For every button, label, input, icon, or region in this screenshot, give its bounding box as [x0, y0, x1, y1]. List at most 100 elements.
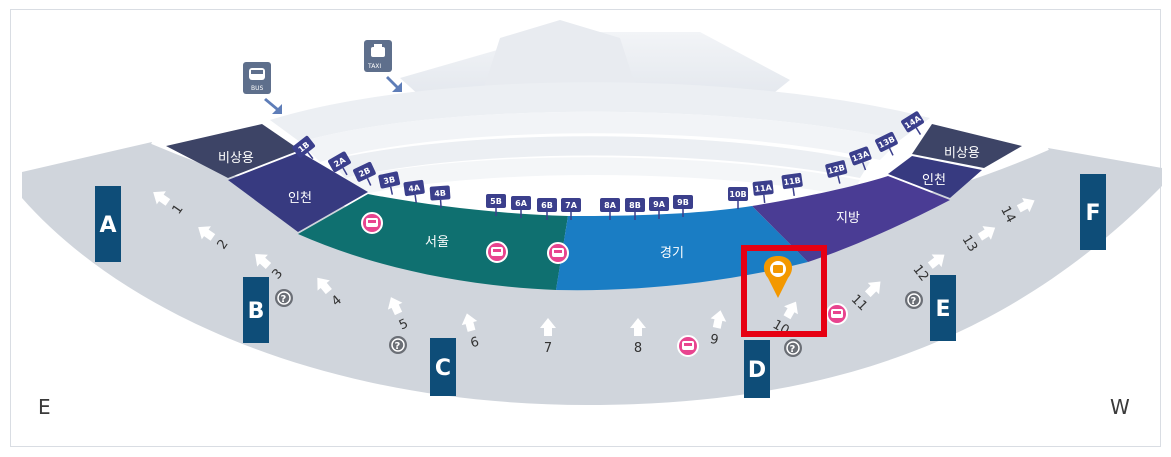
- platform-tag-14a[interactable]: 14A: [900, 111, 929, 140]
- gate-e[interactable]: E: [930, 275, 956, 341]
- svg-text:?: ?: [911, 296, 917, 307]
- gate-d[interactable]: D: [744, 340, 770, 398]
- platform-label: 8B: [629, 201, 641, 210]
- platform-tag-7a[interactable]: 7A: [561, 198, 581, 220]
- bus-stop-icon[interactable]: [486, 241, 508, 263]
- platform-tag-4b[interactable]: 4B: [429, 185, 451, 209]
- zone-label-seoul: 서울: [425, 235, 449, 250]
- bus-stop-icon[interactable]: [547, 242, 569, 264]
- info-icon[interactable]: ?: [275, 289, 293, 307]
- platform-tag-6b[interactable]: 6B: [537, 198, 557, 220]
- zone-incheon-left-shape: [228, 152, 368, 232]
- exit-8[interactable]: 8: [630, 318, 646, 356]
- exit-6[interactable]: 6: [459, 311, 484, 352]
- bus-sign: BUS: [243, 62, 282, 114]
- exit-arrow-icon: [387, 297, 403, 316]
- taxi-sign-label: TAXI: [367, 63, 381, 70]
- zone-jibang-shape: [752, 176, 950, 262]
- svg-text:?: ?: [281, 294, 287, 305]
- exit-number: 6: [469, 335, 481, 352]
- platform-label: 10B: [729, 190, 746, 199]
- bus-arrow-icon: [264, 98, 282, 114]
- platform-tag-8a[interactable]: 8A: [600, 198, 620, 220]
- exit-arrow-icon: [198, 226, 216, 241]
- platform-tag-10b[interactable]: 10B: [728, 187, 748, 209]
- platform-label: 8A: [604, 201, 617, 210]
- zone-label-incheon-left: 인천: [288, 191, 312, 206]
- platform-tag-2a[interactable]: 2A: [327, 151, 355, 180]
- exit-arrow-icon: [153, 191, 171, 206]
- exit-13[interactable]: 13: [959, 221, 1000, 255]
- platform-tag-4a[interactable]: 4A: [403, 179, 426, 205]
- exit-arrow-icon: [783, 301, 798, 320]
- info-icons: ? ? ? ?: [275, 289, 923, 357]
- platform-tag-9b[interactable]: 9B: [673, 195, 693, 217]
- platform-tag-1b[interactable]: 1B: [291, 135, 320, 165]
- platform-tag-9a[interactable]: 9A: [649, 197, 669, 219]
- platform-tag-12b[interactable]: 12B: [825, 160, 850, 186]
- highlight-box: [741, 245, 827, 337]
- platform-label: 6B: [541, 201, 553, 210]
- info-icon[interactable]: ?: [784, 339, 802, 357]
- gate-f[interactable]: F: [1080, 174, 1106, 250]
- platform-tag-8b[interactable]: 8B: [625, 198, 645, 220]
- platform-label: 9B: [677, 198, 689, 207]
- exit-9[interactable]: 9: [705, 309, 729, 349]
- gate-a[interactable]: A: [95, 186, 121, 262]
- taxi-sign: TAXI: [364, 40, 402, 92]
- platform-label: 6A: [515, 199, 528, 208]
- platform-label: 12B: [827, 163, 846, 176]
- exit-number: 7: [544, 341, 552, 356]
- platform-tag-11b[interactable]: 11B: [781, 172, 804, 198]
- gate-c[interactable]: C: [430, 338, 456, 396]
- bus-stop-icon[interactable]: [826, 303, 848, 325]
- gate-letter: A: [99, 213, 116, 238]
- zone-incheon-right-shape: [888, 156, 982, 198]
- bus-location-marker[interactable]: [763, 256, 793, 298]
- gate-letter: D: [748, 358, 766, 383]
- bus-stop-icon[interactable]: [361, 212, 383, 234]
- direction-west: W: [1110, 395, 1130, 419]
- zone-label-emergency-right: 비상용: [944, 146, 980, 161]
- exit-number: 8: [634, 341, 642, 356]
- zone-emergency-right-shape: [912, 124, 1022, 168]
- exit-arrow-icon: [710, 310, 727, 329]
- platform-label: 11B: [783, 176, 801, 187]
- exit-number: 13: [959, 233, 980, 255]
- info-icon[interactable]: ?: [905, 291, 923, 309]
- exit-arrow-icon: [461, 313, 478, 332]
- platform-tag-6a[interactable]: 6A: [511, 196, 531, 218]
- gates: A B C D E F: [95, 174, 1106, 398]
- exit-arrow-icon: [255, 253, 272, 269]
- platform-tag-2b[interactable]: 2B: [352, 161, 379, 189]
- exit-14[interactable]: 14: [997, 193, 1038, 226]
- bus-sign-label: BUS: [251, 85, 264, 92]
- terminal-building: [270, 20, 930, 196]
- taxi-arrow-icon: [386, 76, 402, 92]
- platform-tag-5b[interactable]: 5B: [486, 194, 506, 216]
- exit-arrow-icon: [977, 226, 996, 241]
- platform-label: 4A: [408, 183, 422, 194]
- platform-tag-13b[interactable]: 13B: [874, 131, 902, 160]
- platform-tag-3b[interactable]: 3B: [378, 171, 402, 197]
- gate-b[interactable]: B: [243, 277, 269, 343]
- exit-arrow-icon: [630, 318, 646, 336]
- direction-east: E: [38, 395, 51, 419]
- platform-label: 9A: [653, 200, 666, 209]
- exit-arrow-icon: [317, 277, 332, 295]
- platform-label: 3B: [383, 175, 396, 186]
- zone-emergency-left-shape: [166, 124, 300, 178]
- exit-number: 14: [997, 204, 1018, 226]
- platform-tag-13a[interactable]: 13A: [849, 146, 875, 174]
- gate-letter: F: [1085, 201, 1100, 226]
- exit-arrow-icon: [540, 318, 556, 336]
- bus-stop-icon[interactable]: [677, 335, 699, 357]
- platform-label: 4B: [434, 189, 446, 199]
- exit-7[interactable]: 7: [540, 318, 556, 356]
- platform-tag-11a[interactable]: 11A: [752, 180, 774, 204]
- info-icon[interactable]: ?: [389, 336, 407, 354]
- gate-letter: B: [248, 299, 265, 324]
